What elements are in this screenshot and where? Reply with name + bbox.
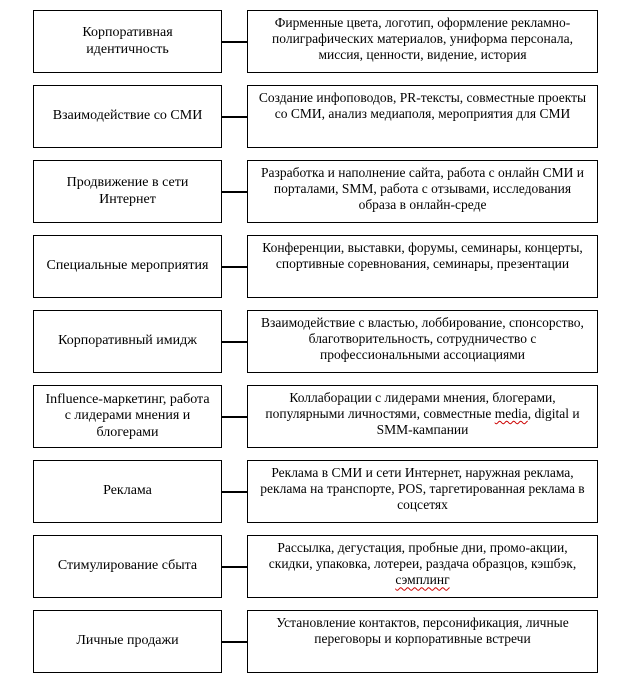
diagram-row: Специальные мероприятия Конференции, выс… [33,235,598,298]
category-box-advertising: Реклама [33,460,222,523]
category-label: Личные продажи [76,633,179,649]
description-text-pre: Рассылка, дегустация, пробные дни, промо… [268,540,577,572]
category-box-sales-promotion: Стимулирование сбыта [33,535,222,598]
description-text: Конференции, выставки, форумы, семинары,… [262,240,583,272]
description-box: Реклама в СМИ и сети Интернет, наружная … [247,460,598,523]
diagram-row: Взаимодействие со СМИ Создание инфоповод… [33,85,598,148]
connector-line [222,565,247,568]
description-text: Установление контактов, персонификация, … [276,615,569,647]
connector-line [222,490,247,493]
description-text-pre: Коллаборации с лидерами мнения, блогерам… [265,390,556,422]
description-box: Конференции, выставки, форумы, семинары,… [247,235,598,298]
connector-line [222,415,247,418]
category-label: Influence-маркетинг, работа с лидерами м… [45,391,210,440]
connector-line [222,340,247,343]
description-text: Разработка и наполнение сайта, работа с … [261,165,584,213]
marketing-communications-diagram: Корпоративная идентичность Фирменные цве… [33,10,598,673]
diagram-row: Корпоративный имидж Взаимодействие с вла… [33,310,598,373]
diagram-row: Influence-маркетинг, работа с лидерами м… [33,385,598,448]
description-box: Установление контактов, персонификация, … [247,610,598,673]
connector-line [222,265,247,268]
category-label: Стимулирование сбыта [57,558,198,574]
category-label: Корпоративный имидж [58,333,197,349]
category-label: Корпоративная идентичность [82,24,173,57]
description-box: Коллаборации с лидерами мнения, блогерам… [247,385,598,448]
category-box-special-events: Специальные мероприятия [33,235,222,298]
diagram-row: Личные продажи Установление контактов, п… [33,610,598,673]
category-box-media-relations: Взаимодействие со СМИ [33,85,222,148]
connector-line [222,40,247,43]
diagram-row: Реклама Реклама в СМИ и сети Интернет, н… [33,460,598,523]
description-text: Коллаборации с лидерами мнения, блогерам… [256,390,589,439]
category-label: Продвижение в сети Интернет [66,174,189,207]
description-text: Реклама в СМИ и сети Интернет, наружная … [260,465,585,513]
diagram-row: Продвижение в сети Интернет Разработка и… [33,160,598,223]
diagram-row: Корпоративная идентичность Фирменные цве… [33,10,598,73]
description-box: Создание инфоповодов, PR-тексты, совмест… [247,85,598,148]
misspelled-word: media [494,406,528,422]
category-box-corporate-image: Корпоративный имидж [33,310,222,373]
connector-line [222,115,247,118]
category-box-personal-sales: Личные продажи [33,610,222,673]
category-box-influence-marketing: Influence-маркетинг, работа с лидерами м… [33,385,222,448]
description-box: Рассылка, дегустация, пробные дни, промо… [247,535,598,598]
description-box: Разработка и наполнение сайта, работа с … [247,160,598,223]
category-label: Реклама [103,483,152,499]
category-label: Взаимодействие со СМИ [52,108,203,124]
connector-line [222,640,247,643]
category-box-corporate-identity: Корпоративная идентичность [33,10,222,73]
description-box: Взаимодействие с властью, лоббирование, … [247,310,598,373]
description-box: Фирменные цвета, логотип, оформление рек… [247,10,598,73]
category-box-internet-promotion: Продвижение в сети Интернет [33,160,222,223]
category-label: Специальные мероприятия [46,258,209,274]
connector-line [222,190,247,193]
misspelled-word: сэмплинг [395,572,450,588]
description-text: Фирменные цвета, логотип, оформление рек… [272,15,573,63]
description-text: Рассылка, дегустация, пробные дни, промо… [256,540,589,589]
description-text: Взаимодействие с властью, лоббирование, … [261,315,584,363]
description-text-post: , digital и SMM-кампании [376,406,580,438]
description-text: Создание инфоповодов, PR-тексты, совмест… [258,90,587,122]
diagram-row: Стимулирование сбыта Рассылка, дегустаци… [33,535,598,598]
